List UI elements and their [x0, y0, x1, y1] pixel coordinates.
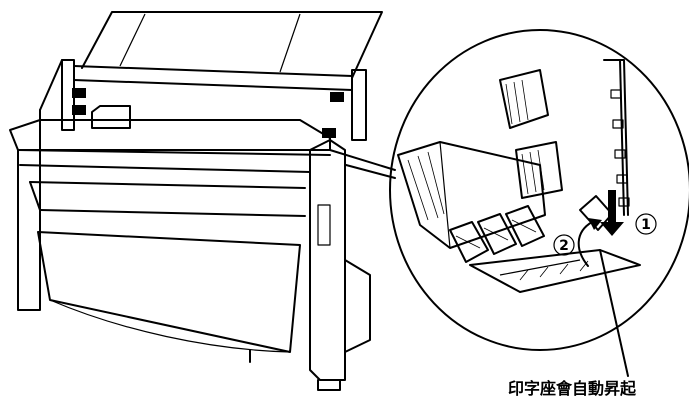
step-1-marker: 1 [635, 213, 657, 235]
left-knob-icon [72, 105, 86, 115]
step-2-number: 2 [559, 238, 569, 254]
down-arrow-icon [600, 190, 624, 236]
diagram-caption: 印字座會自動昇起 [508, 379, 637, 398]
printer-illustration [9, 11, 396, 391]
step-2-marker: 2 [553, 234, 575, 256]
right-knob-icon [322, 128, 336, 138]
step-1-number: 1 [641, 217, 651, 233]
left-knob-icon [72, 88, 86, 98]
zoom-detail [389, 29, 689, 377]
right-knob-icon [330, 92, 344, 102]
curved-arrow-icon [577, 221, 593, 267]
